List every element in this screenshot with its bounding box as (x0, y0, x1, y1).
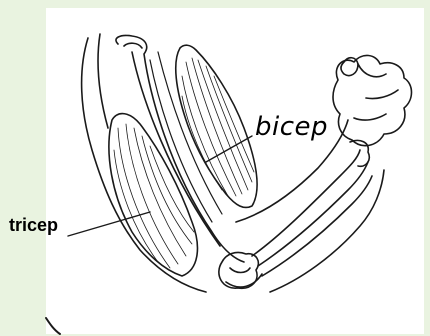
tricep-leader-line (68, 212, 150, 236)
bicep-leader-line (206, 136, 252, 162)
upper-arm-outline (82, 38, 206, 292)
bicep-label: bicep (255, 112, 328, 142)
forearm-bone-ulna (262, 176, 372, 276)
tricep-label: tricep (9, 215, 58, 236)
fist (333, 55, 412, 145)
forearm-bone-radius (252, 150, 360, 256)
tricep-muscle (109, 114, 198, 276)
